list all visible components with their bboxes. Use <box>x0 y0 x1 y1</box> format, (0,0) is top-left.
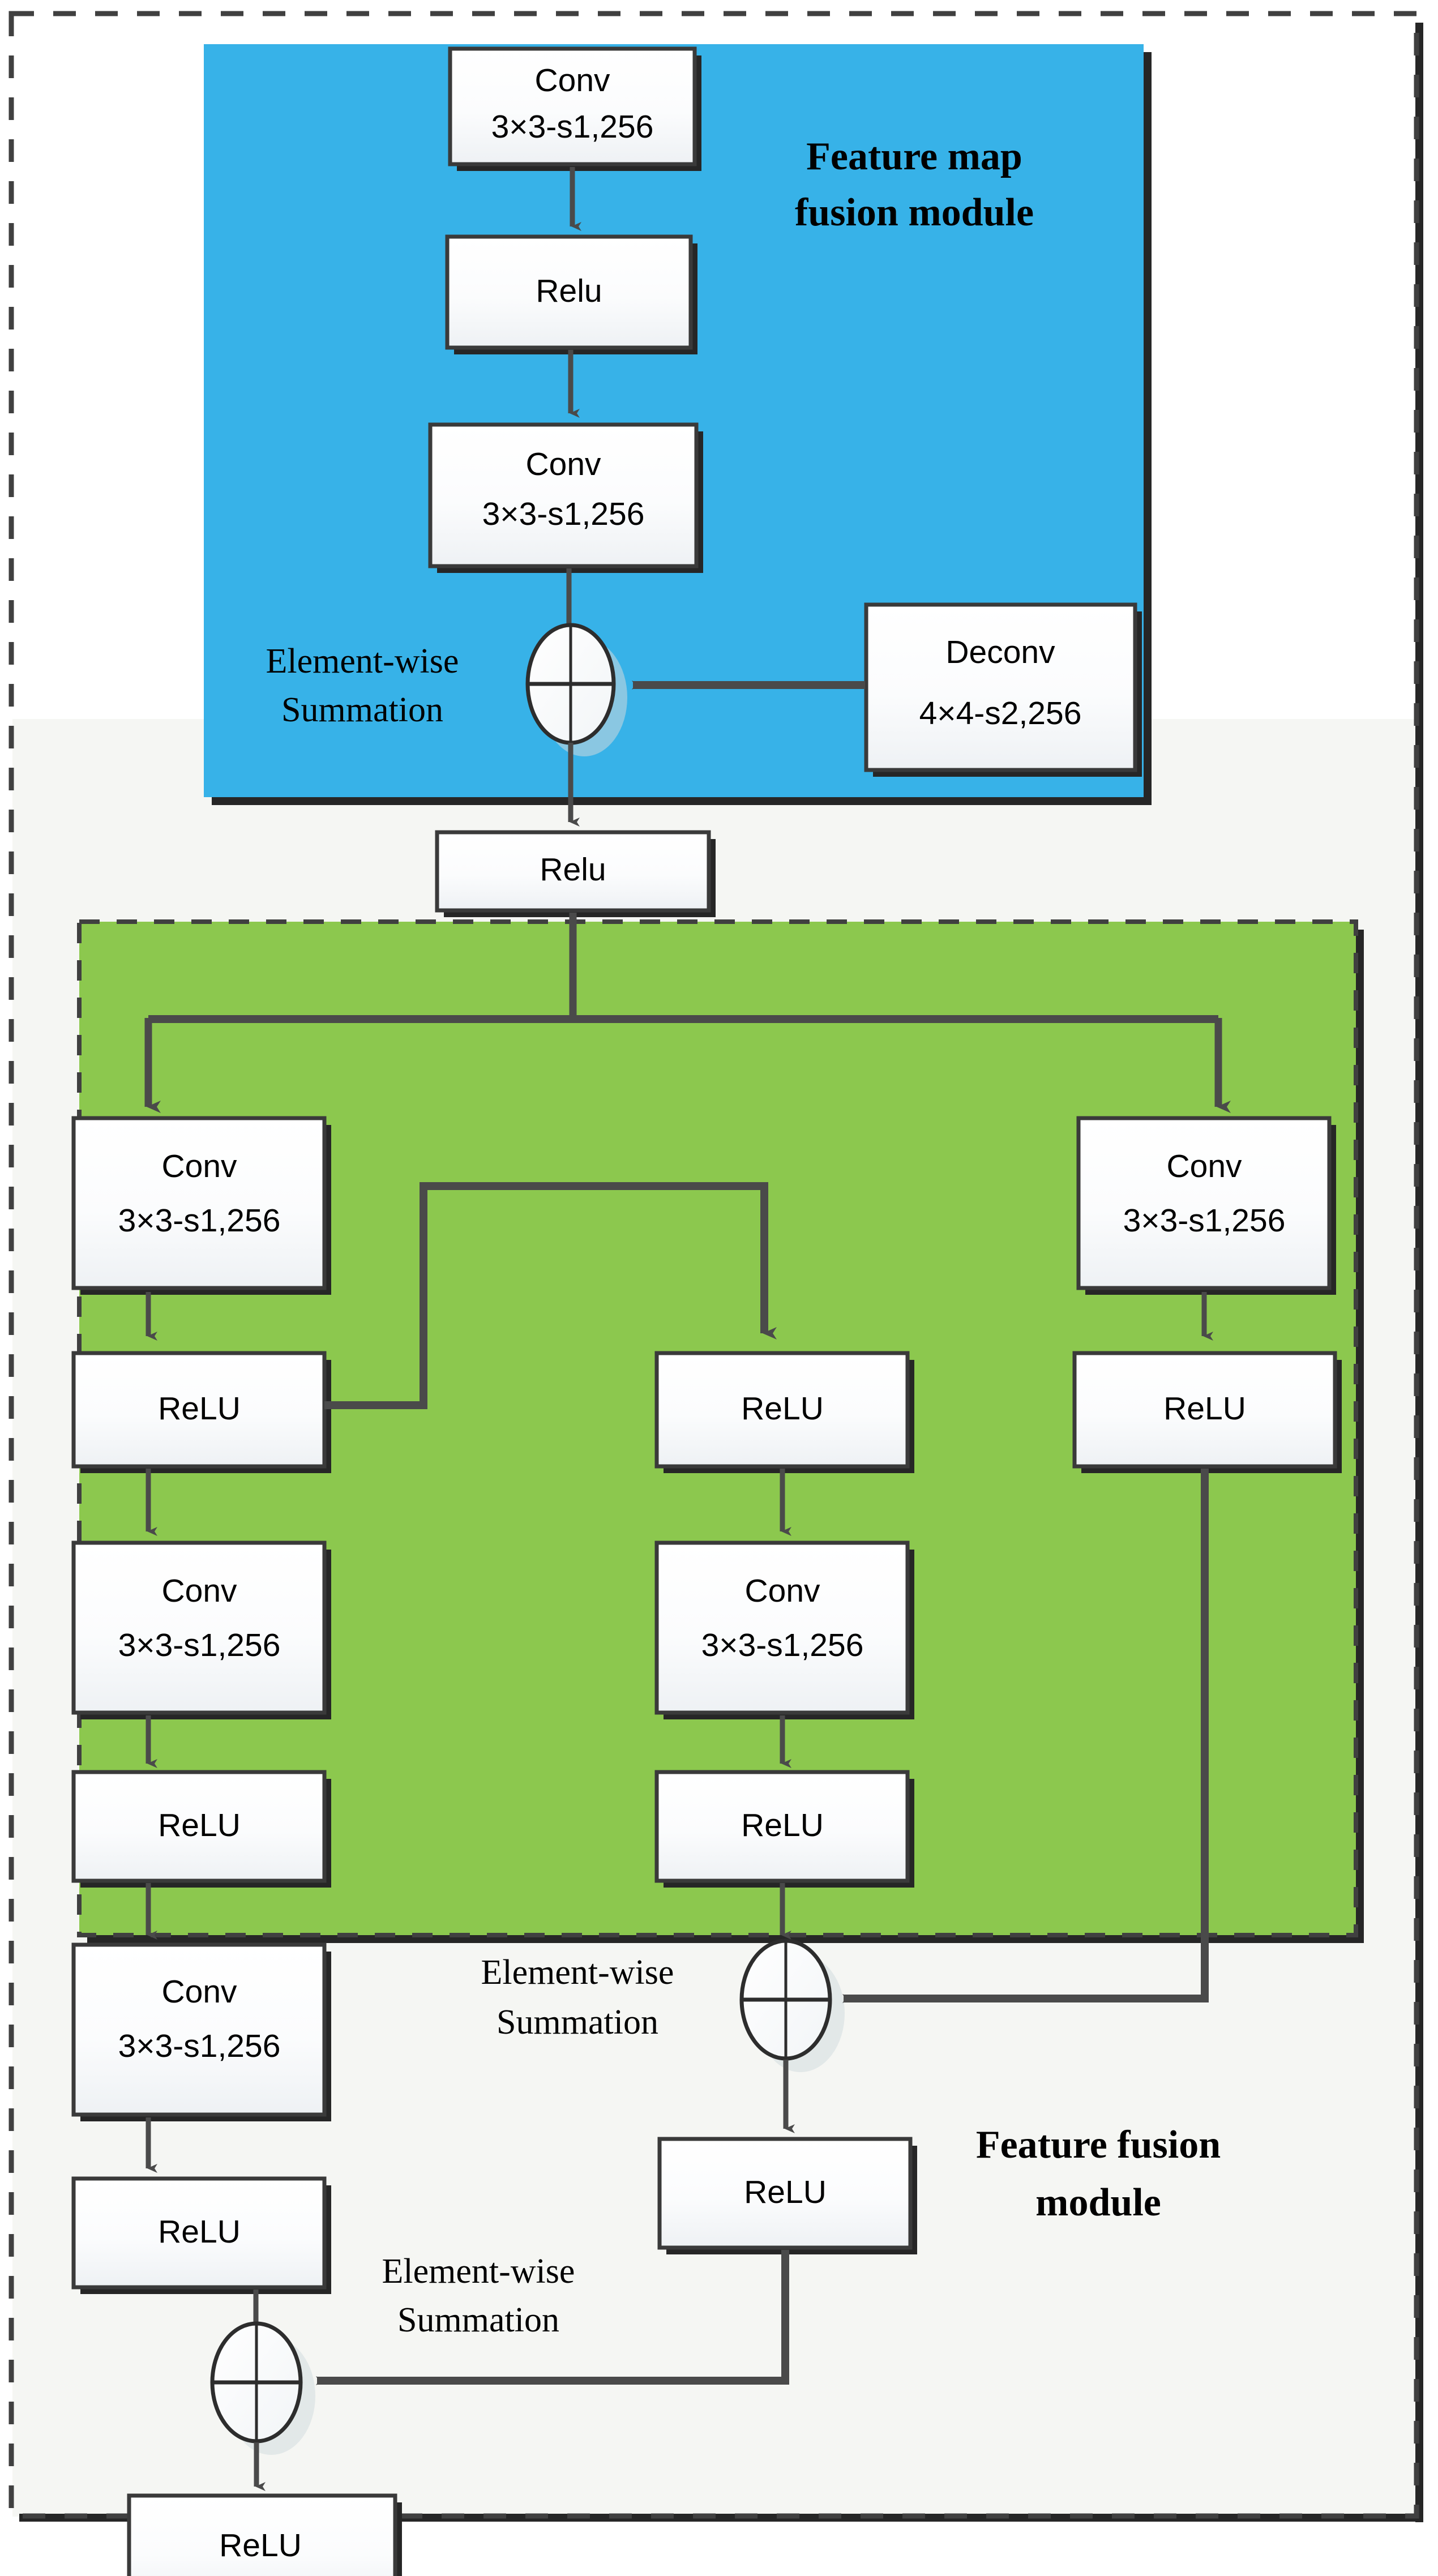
green-left-relu2-box[interactable] <box>71 1770 327 1883</box>
green-left-relu3-box[interactable] <box>71 2176 327 2290</box>
bridge-relu-label: Relu <box>540 851 606 888</box>
green-mid-conv1-label-line2: 3×3-s1,256 <box>701 1627 864 1663</box>
green-mid-relu1-box[interactable] <box>654 1351 910 1469</box>
green-left-conv3-label-line1: Conv <box>161 1974 237 2010</box>
green-left-relu2-label: ReLU <box>158 1807 241 1843</box>
green-mid-sum-label-line1: Element-wise <box>481 1953 674 1992</box>
green-mid-relu2-label: ReLU <box>741 1807 824 1843</box>
output-relu-label: ReLU <box>219 2527 302 2564</box>
green-mid-sum-label-line2: Summation <box>497 2003 658 2042</box>
edge-right-relu1-to-mid-sum <box>842 1469 1209 2003</box>
green-left-relu1-box[interactable] <box>71 1351 327 1469</box>
green-left-conv2-box[interactable] <box>71 1541 327 1715</box>
blue-deconv-box[interactable] <box>864 602 1137 772</box>
green-left-conv1-label-line1: Conv <box>161 1148 237 1184</box>
green-bottom-sum-label-line2: Summation <box>397 2301 559 2339</box>
blue-module-title-line1: Feature map <box>806 135 1022 178</box>
green-mid-conv1-label-line1: Conv <box>744 1573 820 1609</box>
blue-relu1-box[interactable] <box>445 234 693 350</box>
green-left-conv3-box[interactable] <box>71 1942 327 2117</box>
green-mid-relu2-box[interactable] <box>654 1770 910 1883</box>
blue-conv1-label-line2: 3×3-s1,256 <box>491 109 654 145</box>
blue-conv2-label-line1: Conv <box>525 446 601 482</box>
blue-sum-label-line1: Element-wise <box>266 642 459 681</box>
edge-left-relu1-to-middle-relu1 <box>324 1182 777 1409</box>
bridge-relu-box[interactable] <box>435 830 711 913</box>
blue-conv2-label-line2: 3×3-s1,256 <box>482 496 645 532</box>
green-left-relu1-label: ReLU <box>158 1390 241 1427</box>
green-bottom-sum-label-line1: Element-wise <box>382 2252 575 2291</box>
outer-dashed-panel <box>8 11 1419 2519</box>
green-left-conv2-label-line1: Conv <box>161 1573 237 1609</box>
blue-conv1-label-line1: Conv <box>534 62 610 99</box>
green-mid-relu3-box[interactable] <box>657 2137 913 2250</box>
blue-conv1-box[interactable] <box>448 46 697 166</box>
green-left-conv3-label-line2: 3×3-s1,256 <box>118 2028 281 2064</box>
green-right-conv1-box[interactable] <box>1076 1116 1332 1290</box>
blue-deconv-label-line1: Deconv <box>945 634 1055 670</box>
green-right-relu1-label: ReLU <box>1163 1390 1246 1427</box>
green-right-relu1-box[interactable] <box>1072 1351 1337 1469</box>
blue-conv2-box[interactable] <box>428 422 699 568</box>
blue-sum-label-line2: Summation <box>281 691 443 729</box>
blue-relu1-label: Relu <box>536 273 602 309</box>
green-left-conv1-label-line2: 3×3-s1,256 <box>118 1203 281 1239</box>
green-mid-relu3-label: ReLU <box>744 2174 827 2210</box>
green-module-title-line1: Feature fusion <box>976 2123 1221 2167</box>
green-left-relu3-label: ReLU <box>158 2214 241 2250</box>
green-right-conv1-label-line2: 3×3-s1,256 <box>1123 1203 1286 1239</box>
green-left-conv2-label-line2: 3×3-s1,256 <box>118 1627 281 1663</box>
blue-module-title-line2: fusion module <box>795 191 1034 234</box>
green-mid-relu1-label: ReLU <box>741 1390 824 1427</box>
green-left-conv1-box[interactable] <box>71 1116 327 1290</box>
green-module-title-line2: module <box>1035 2181 1161 2224</box>
edge-mid-relu3-to-bottom-sum <box>316 2250 789 2385</box>
green-right-conv1-label-line1: Conv <box>1166 1148 1242 1184</box>
blue-deconv-label-line2: 4×4-s2,256 <box>919 695 1082 731</box>
green-mid-conv1-box[interactable] <box>654 1541 910 1715</box>
output-relu-box[interactable] <box>127 2493 397 2576</box>
